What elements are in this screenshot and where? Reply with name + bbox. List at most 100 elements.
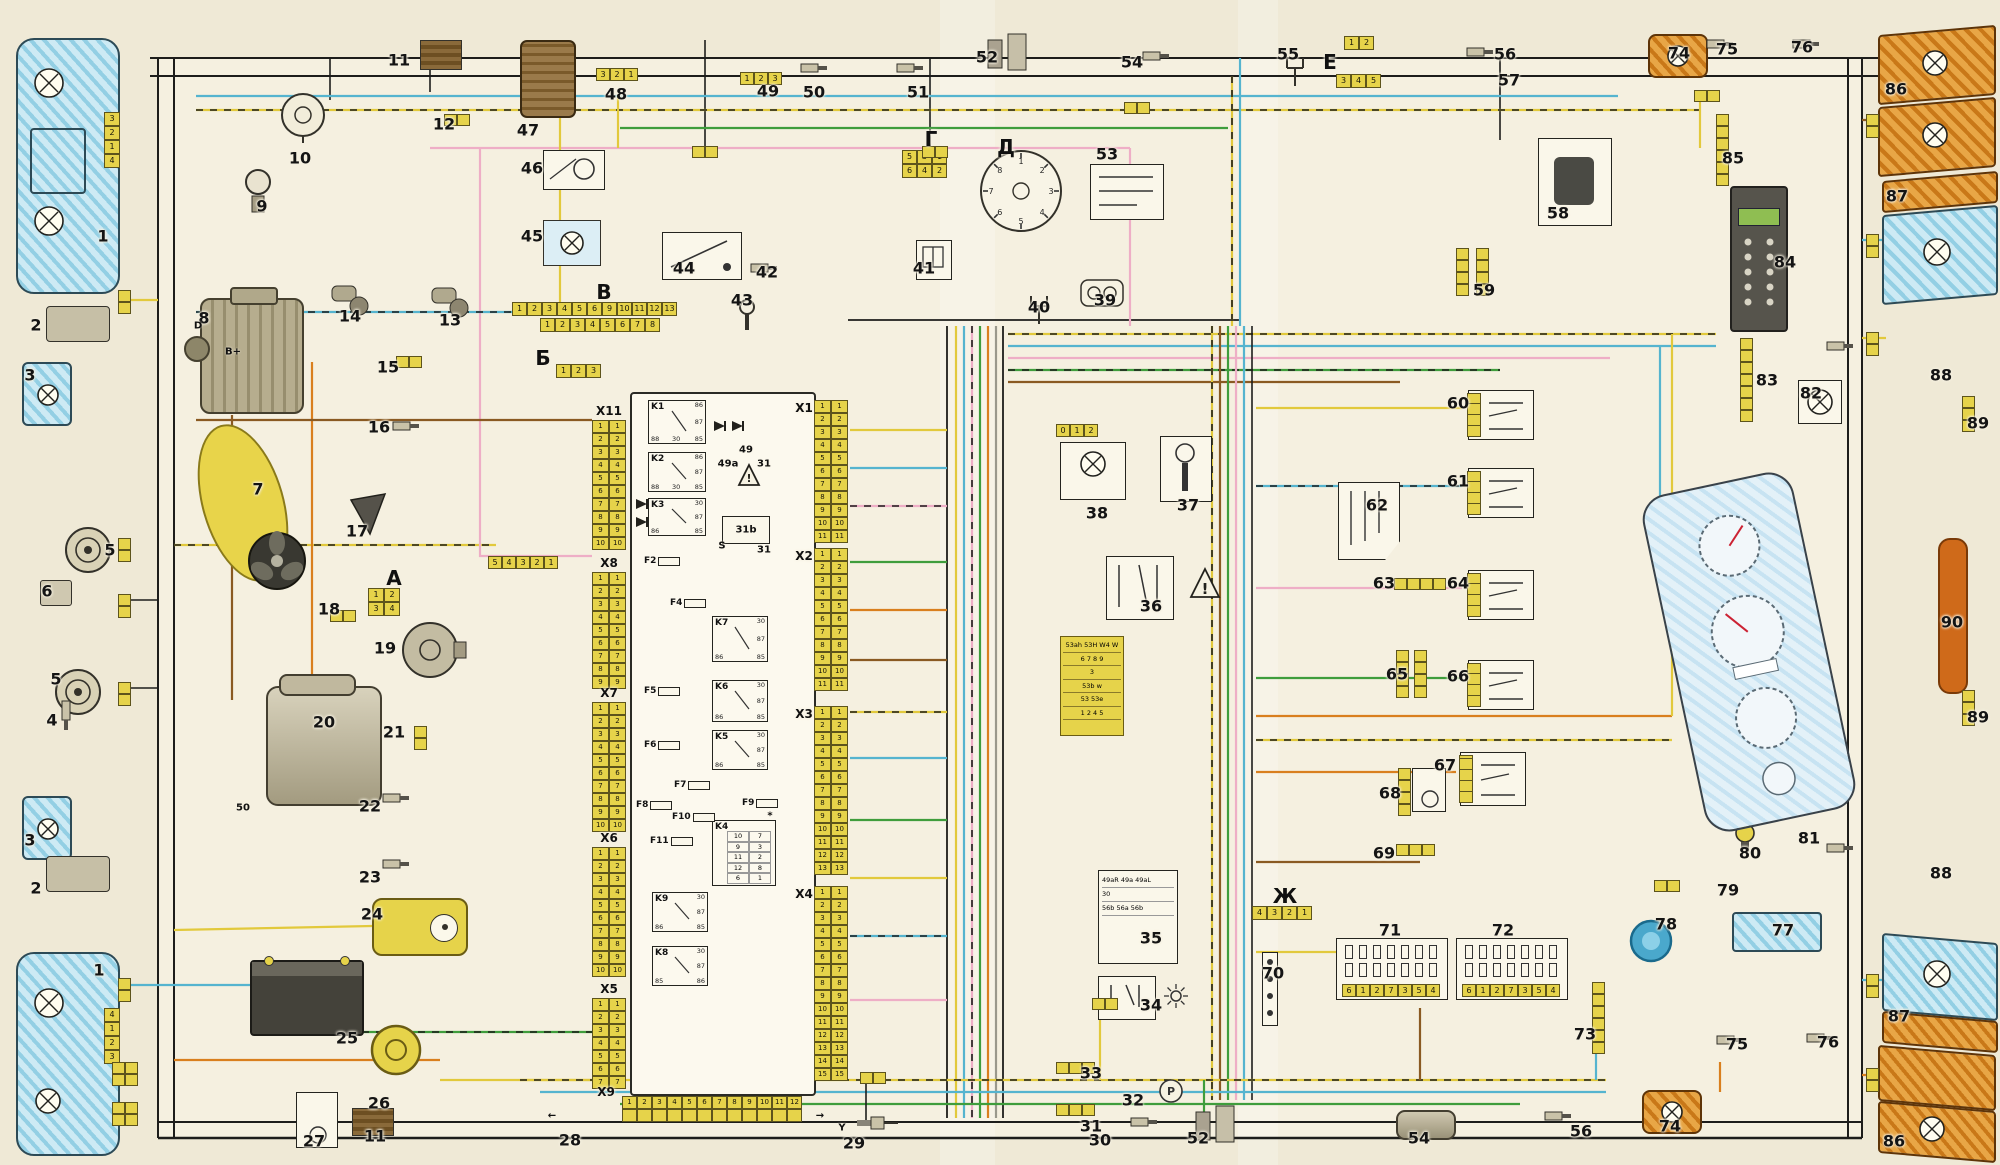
connector-pin-cell: 1	[622, 1096, 637, 1109]
connector-pin-cell: 2	[592, 585, 609, 598]
connector-pin-cell	[622, 1109, 637, 1122]
connector-pin-cell: 8	[592, 663, 609, 676]
sensor	[800, 60, 830, 80]
sensor	[1826, 338, 1856, 358]
connector-pin-cell: 2	[527, 302, 542, 316]
relay-pin: 85	[756, 712, 765, 721]
connector-pin-cell: 12	[831, 849, 848, 862]
connector-pin-cell: 2	[1370, 984, 1384, 997]
connector-pin-cell: 7	[831, 626, 848, 639]
component-callout-86: 86	[1884, 79, 1908, 99]
connector-pin-cell: 1	[831, 706, 848, 719]
relay-pin: 9	[727, 841, 749, 852]
connector-pin-cell	[1592, 982, 1605, 994]
sensor	[1792, 36, 1822, 56]
component-callout-76: 76	[1816, 1032, 1840, 1052]
connector-pin-cell: 8	[727, 1096, 742, 1109]
connector-pin-cell	[860, 1072, 873, 1084]
connector-label-X9: X9	[597, 1085, 615, 1099]
connector-pin-cell: 8	[592, 938, 609, 951]
connector-pin-cell: 1	[592, 572, 609, 585]
component-callout-31: 31	[1079, 1116, 1103, 1136]
component-callout-75: 75	[1725, 1034, 1749, 1054]
connector-pin-cell: 5	[831, 938, 848, 951]
horn-relay	[40, 580, 72, 606]
connector-pin-cell: 2	[1359, 36, 1374, 50]
connector-pin-cell: 8	[609, 663, 626, 676]
connector-pin-cell: 9	[814, 990, 831, 1003]
connector-pin-cell: 2	[555, 318, 570, 332]
wire	[173, 924, 373, 932]
connector-pin-cell: 2	[609, 585, 626, 598]
connector-block	[118, 290, 131, 314]
relay-pin: 7	[749, 831, 771, 842]
section-letter-Д: Д	[997, 135, 1015, 159]
connector-pin-cell: 6	[831, 465, 848, 478]
relay-pin: 88	[651, 434, 660, 443]
connector-pin-cell: 3	[1336, 74, 1351, 88]
relay-label: K3	[651, 500, 665, 510]
connector-pin-cell: 3	[609, 598, 626, 611]
connector-pin-cell: 3	[368, 602, 384, 616]
connector-pin-cell	[705, 146, 718, 158]
misc-label: 49	[739, 444, 753, 456]
connector-pin-cell: 8	[831, 977, 848, 990]
fuse-label: F8	[636, 800, 649, 810]
connector-pin-cell: 1	[609, 702, 626, 715]
sensor	[1806, 1030, 1836, 1050]
connector-pin-cell	[1694, 90, 1707, 102]
column-switch	[1106, 556, 1174, 620]
connector-pin-cell: 3	[609, 873, 626, 886]
component-callout-79: 79	[1716, 880, 1740, 900]
fuse-F8: F8	[636, 800, 673, 810]
connector-pin-cell	[1866, 126, 1879, 138]
component-callout-9: 9	[256, 196, 268, 216]
component-callout-52: 52	[975, 47, 999, 67]
connector-pin-cell: 5	[592, 899, 609, 912]
bulb-icon	[1921, 958, 1953, 994]
section-letter-Г: Г	[924, 127, 938, 151]
connector-pin-cell: 1	[831, 400, 848, 413]
connector-pin-cell: 5	[592, 624, 609, 637]
connector-pin-cell: 1	[609, 847, 626, 860]
connector-label-X5: X5	[600, 982, 618, 996]
component-callout-25: 25	[335, 1028, 359, 1048]
connector-pin-cell: 2	[1490, 984, 1504, 997]
connector-pin-cell: 8	[592, 793, 609, 806]
warning-icon: !	[736, 462, 762, 492]
connector-pin-cell: 2	[104, 1036, 120, 1050]
relay-pin: 87	[694, 468, 703, 476]
relay-pin: 30	[694, 499, 703, 507]
connector-pin-cell: 10	[592, 537, 609, 550]
connector-pin-cell: 2	[610, 68, 624, 81]
switch-unit	[1412, 768, 1446, 812]
temp-sensor	[382, 790, 412, 810]
relay-pin: 30	[756, 617, 765, 625]
connector-pin-cell: 13	[814, 1042, 831, 1055]
connector-pin-cell	[1740, 350, 1753, 362]
misc-label: D	[193, 320, 203, 332]
fuse-body	[658, 556, 681, 566]
relay-pin: 8	[749, 862, 771, 873]
connector-pin-cell: 1	[556, 364, 571, 378]
connector-pin-cell: 4	[557, 302, 572, 316]
connector-pin-cell: 4	[831, 925, 848, 938]
connector-pin-cell: 3	[104, 112, 120, 126]
connector-block	[1866, 1068, 1879, 1092]
connector-pin-cell: 3	[831, 426, 848, 439]
relay-label: K5	[715, 732, 729, 742]
connector-pin-cell: 12	[787, 1096, 802, 1109]
connector-label-X2: X2	[795, 549, 813, 563]
brake-switch	[662, 232, 742, 280]
connector-pin-cell	[1962, 396, 1975, 408]
connector-pin-cell	[1707, 90, 1720, 102]
connector-pin-cell: 13	[831, 862, 848, 875]
connector-pin-cell	[118, 290, 131, 302]
component-callout-6: 6	[41, 581, 53, 601]
component-callout-74: 74	[1667, 43, 1691, 63]
component-callout-20: 20	[312, 712, 336, 732]
connector-pin-cell: 14	[831, 1055, 848, 1068]
connector-pin-cell: 5	[600, 318, 615, 332]
